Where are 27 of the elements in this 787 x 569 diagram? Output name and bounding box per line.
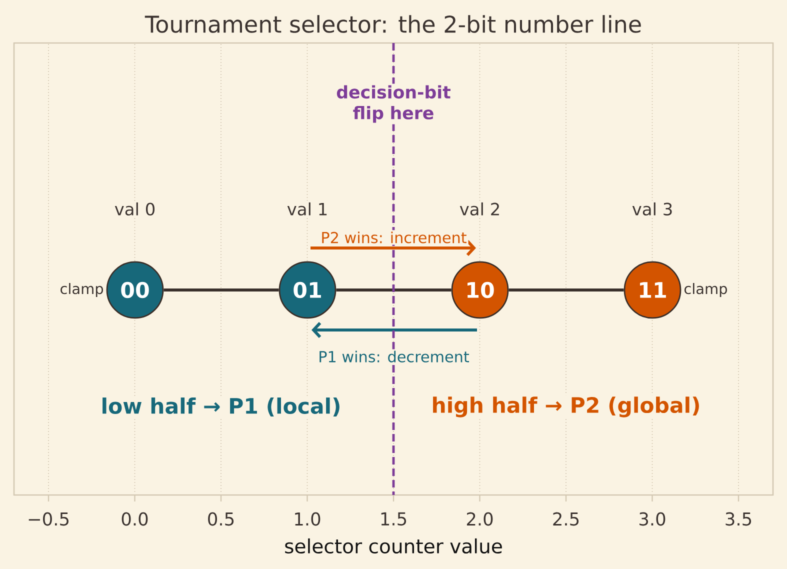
connector-line <box>508 288 624 292</box>
tick-label: 2.5 <box>550 510 582 528</box>
tick-label: 3.5 <box>722 510 754 528</box>
tick-label: −0.5 <box>25 510 72 528</box>
tick-label: 0.0 <box>119 510 150 528</box>
region-label: low half → P1 (local) <box>99 396 343 418</box>
end-note: clamp <box>684 283 727 297</box>
value-label: val 2 <box>458 200 502 218</box>
end-note: clamp <box>60 283 104 297</box>
threshold-label: decision-bit flip here <box>322 84 465 124</box>
value-label: val 0 <box>112 200 158 218</box>
tick-label: 2.0 <box>464 510 496 528</box>
tick-label: 1.0 <box>292 510 323 528</box>
connector-line <box>336 288 452 292</box>
region-label: high half → P2 (global) <box>430 395 702 419</box>
tick-label: 1.5 <box>378 510 410 528</box>
axis-title: selector counter value <box>282 536 504 556</box>
value-label: val 3 <box>630 200 675 218</box>
edge-label: P2 wins: increment <box>319 230 468 245</box>
tick-label: 3.0 <box>636 510 668 528</box>
arrow <box>312 322 477 338</box>
edge-label: P1 wins: decrement <box>316 349 471 364</box>
tick-label: 0.5 <box>205 510 237 528</box>
connector-line <box>164 288 279 292</box>
arrow <box>310 240 476 256</box>
value-label: val 1 <box>285 200 330 218</box>
chart-title: Tournament selector: the 2-bit number line <box>144 15 641 33</box>
